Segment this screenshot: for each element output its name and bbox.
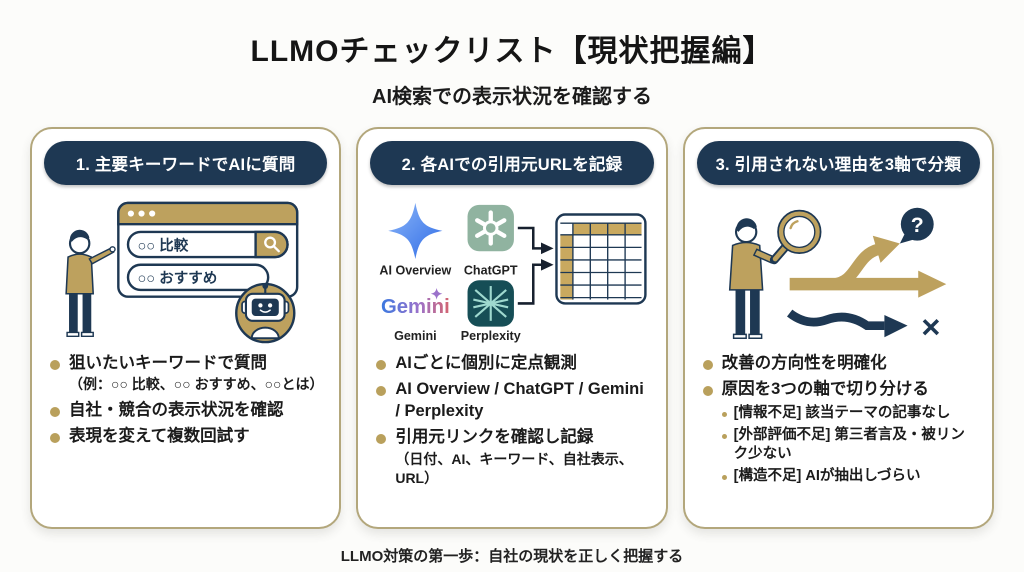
bullet-text: 自社・競合の表示状況を確認 [69, 401, 284, 420]
step-1-card: 1. 主要キーワードでAIに質問 [30, 127, 342, 529]
bullet-item: 原因を3つの軸で切り分ける [情報不足] 該当テーマの記事なし [外部評価不足]… [702, 379, 978, 489]
ai-overview-label: AI Overview [379, 263, 451, 277]
bullet-text: 表現を変えて複数回試す [69, 427, 250, 446]
arrowhead-icon [540, 242, 554, 254]
bullet-item: 表現を変えて複数回試す [50, 426, 325, 447]
sub-bullet-text: [情報不足] 該当テーマの記事なし [733, 404, 951, 421]
sub-bullet-item: [構造不足] AIが抽出しづらい [721, 467, 978, 486]
bullet-dot [50, 407, 60, 418]
browser-window: ○○ 比較 ○○ おすすめ [116, 201, 299, 298]
bullet-text: AIごとに個別に定点観測 [395, 354, 577, 372]
bullet-item: 引用元リンクを確認し記録 （日付、AI、キーワード、自社表示、URL） [376, 427, 651, 489]
ai-tools-to-table-illustration: AI Overview ChatGPT [379, 202, 647, 343]
step-2-illustration: AI Overview ChatGPT [358, 193, 665, 351]
person-icon [64, 229, 116, 337]
bullet-item: 狙いたいキーワードで質問 （例：○○ 比較、○○ おすすめ、○○とは） [50, 353, 325, 395]
search-icon [263, 236, 280, 252]
step-3-bullet-list: 改善の方向性を明確化 原因を3つの軸で切り分ける [情報不足] 該当テーマの記事… [685, 351, 992, 494]
sub-bullet-item: [情報不足] 該当テーマの記事なし [721, 404, 978, 423]
person-with-magnifier-icon [729, 217, 776, 339]
step-1-illustration: ○○ 比較 ○○ おすすめ [32, 193, 339, 351]
gemini-sparkle-icon [430, 287, 443, 300]
sub-bullet-text: [構造不足] AIが抽出しづらい [733, 468, 921, 485]
question-mark: ? [911, 212, 924, 236]
bullet-dot [702, 360, 713, 370]
footer-note: LLMO対策の第一歩：自社の現状を正しく把握する [340, 548, 684, 565]
ai-overview-icon [388, 202, 443, 259]
sub-bullet-dot [721, 411, 727, 417]
bullet-dot [376, 386, 387, 397]
gemini-label: Gemini [394, 329, 437, 343]
page-title: LLMOチェックリスト【現状把握編】 [250, 35, 774, 68]
bullet-dot [702, 386, 713, 397]
search-bar-illustration: ○○ 比較 [126, 230, 289, 258]
question-bubble-icon: ? [900, 207, 935, 243]
svg-text:Gemini: Gemini [381, 296, 450, 318]
arrow-to-table-icon [517, 226, 541, 305]
sub-bullet-dot [721, 434, 727, 439]
bullet-text: 原因を3つの軸で切り分ける [721, 380, 929, 399]
arrowhead-icon [540, 258, 554, 271]
sub-bullet-text: [外部評価不足] 第三者言及・被リンク少ない [733, 427, 965, 463]
classify-reasons-illustration: ? × [729, 207, 947, 345]
bullet-item: 改善の方向性を明確化 [702, 353, 978, 374]
bullet-text: 狙いたいキーワードで質問 [69, 354, 267, 372]
bullet-text: 引用元リンクを確認し記録 [395, 428, 594, 447]
step-3-illustration: ? × [685, 193, 992, 351]
gemini-logo: Gemini [381, 287, 450, 318]
branching-arrows-icon: × [787, 235, 947, 345]
step-2-bullet-list: AIごとに個別に定点観測 AI Overview / ChatGPT / Gem… [358, 351, 665, 494]
cross-icon: × [922, 308, 941, 345]
bullet-subtext: （例：○○ 比較、○○ おすすめ、○○とは） [69, 376, 324, 393]
bullet-dot [50, 433, 60, 444]
bullet-dot [50, 360, 60, 370]
magnifier-icon [770, 209, 822, 264]
bullet-text: AI Overview / ChatGPT / Gemini / Perplex… [395, 380, 644, 420]
chatgpt-icon [467, 204, 514, 251]
bullet-item: AI Overview / ChatGPT / Gemini / Perplex… [376, 379, 651, 422]
bullet-item: AIごとに個別に定点観測 [376, 353, 651, 374]
sub-bullet-dot [721, 475, 727, 481]
step-3-header: 3. 引用されない理由を3軸で分類 [696, 141, 980, 185]
window-dots-icon [127, 209, 155, 217]
robot-icon [234, 282, 296, 343]
page-subtitle: AI検索での表示状況を確認する [372, 86, 652, 108]
bullet-item: 自社・競合の表示状況を確認 [50, 400, 325, 421]
ask-ai-illustration: ○○ 比較 ○○ おすすめ [64, 201, 299, 343]
sub-bullet-item: [外部評価不足] 第三者言及・被リンク少ない [721, 426, 978, 464]
bullet-dot [376, 360, 387, 370]
step-1-header: 1. 主要キーワードでAIに質問 [44, 141, 328, 185]
suggestion-pill-illustration: ○○ おすすめ [126, 263, 270, 291]
bullet-dot [376, 434, 387, 445]
step-2-card: 2. 各AIでの引用元URLを記録 AI Ove [356, 127, 668, 529]
perplexity-icon [467, 279, 514, 327]
bullet-text: 改善の方向性を明確化 [721, 354, 887, 372]
search-text-2: ○○ おすすめ [137, 270, 217, 287]
bullet-subtext: （日付、AI、キーワード、自社表示、URL） [395, 450, 633, 487]
step-3-card: 3. 引用されない理由を3軸で分類 [682, 127, 994, 529]
chatgpt-label: ChatGPT [464, 263, 518, 277]
perplexity-label: Perplexity [461, 329, 521, 343]
search-text-1: ○○ 比較 [137, 236, 188, 254]
step-1-bullet-list: 狙いたいキーワードで質問 （例：○○ 比較、○○ おすすめ、○○とは） 自社・競… [32, 351, 339, 453]
spreadsheet-icon [555, 212, 647, 305]
cards-row: 1. 主要キーワードでAIに質問 [0, 127, 1024, 529]
sub-bullet-list: [情報不足] 該当テーマの記事なし [外部評価不足] 第三者言及・被リンク少ない… [721, 404, 978, 487]
step-2-header: 2. 各AIでの引用元URLを記録 [370, 141, 654, 185]
